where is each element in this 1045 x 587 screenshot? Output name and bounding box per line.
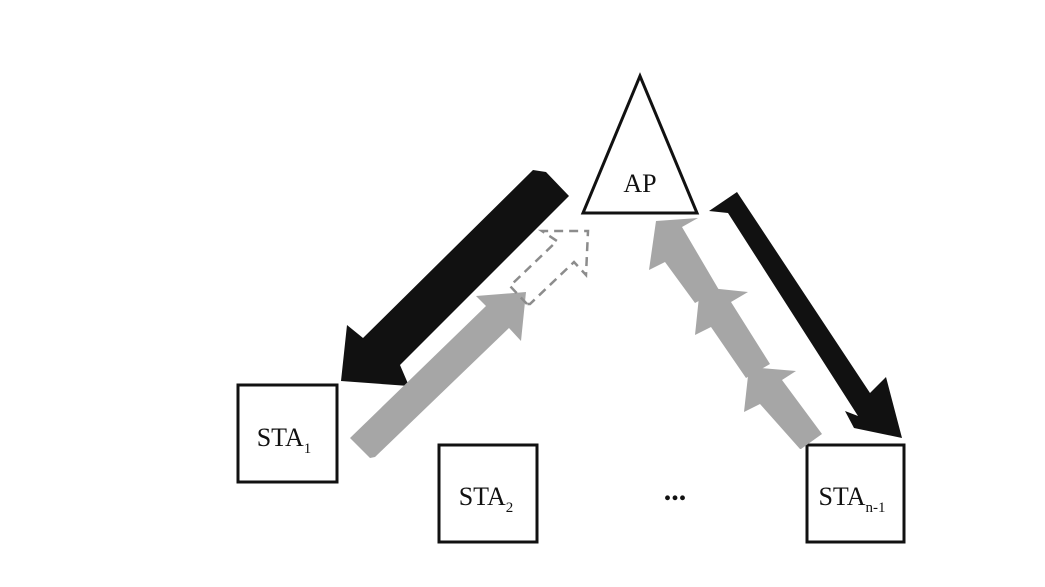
sta2-box bbox=[437, 443, 539, 544]
sta-n-1-node: STAn-1 bbox=[805, 443, 906, 544]
ellipsis: ... bbox=[664, 474, 687, 507]
downlink-arrow-sta1 bbox=[341, 170, 569, 386]
sta-n-1-box bbox=[805, 443, 906, 544]
uplink-arrow-sta1 bbox=[350, 292, 526, 458]
ap-triangle bbox=[580, 72, 700, 215]
uplink-arrow-sta-n-1-segment-3 bbox=[649, 218, 719, 303]
ap-node: AP bbox=[580, 72, 700, 215]
sta1-box bbox=[236, 383, 339, 484]
sta2-label-main: STA bbox=[459, 482, 506, 511]
dashed-uplink-arrow bbox=[508, 229, 590, 306]
sta2-label: STA2 bbox=[459, 482, 514, 516]
sta1-label-sub: 1 bbox=[304, 441, 312, 457]
sta2-node: STA2 bbox=[437, 443, 539, 544]
sta-n-1-label: STAn-1 bbox=[818, 482, 885, 516]
sta1-node: STA1 bbox=[236, 383, 339, 484]
ap-label: AP bbox=[623, 169, 656, 198]
downlink-arrow-sta-n-1 bbox=[709, 192, 902, 438]
sta-n-1-label-sub: n-1 bbox=[866, 500, 886, 516]
sta1-label: STA1 bbox=[257, 423, 312, 457]
uplink-arrow-sta-n-1-segment-2 bbox=[695, 287, 770, 378]
sta-n-1-label-main: STA bbox=[818, 482, 865, 511]
sta1-label-main: STA bbox=[257, 423, 304, 452]
uplink-arrow-sta-n-1-segment-1 bbox=[744, 367, 822, 449]
sta2-label-sub: 2 bbox=[506, 500, 514, 516]
